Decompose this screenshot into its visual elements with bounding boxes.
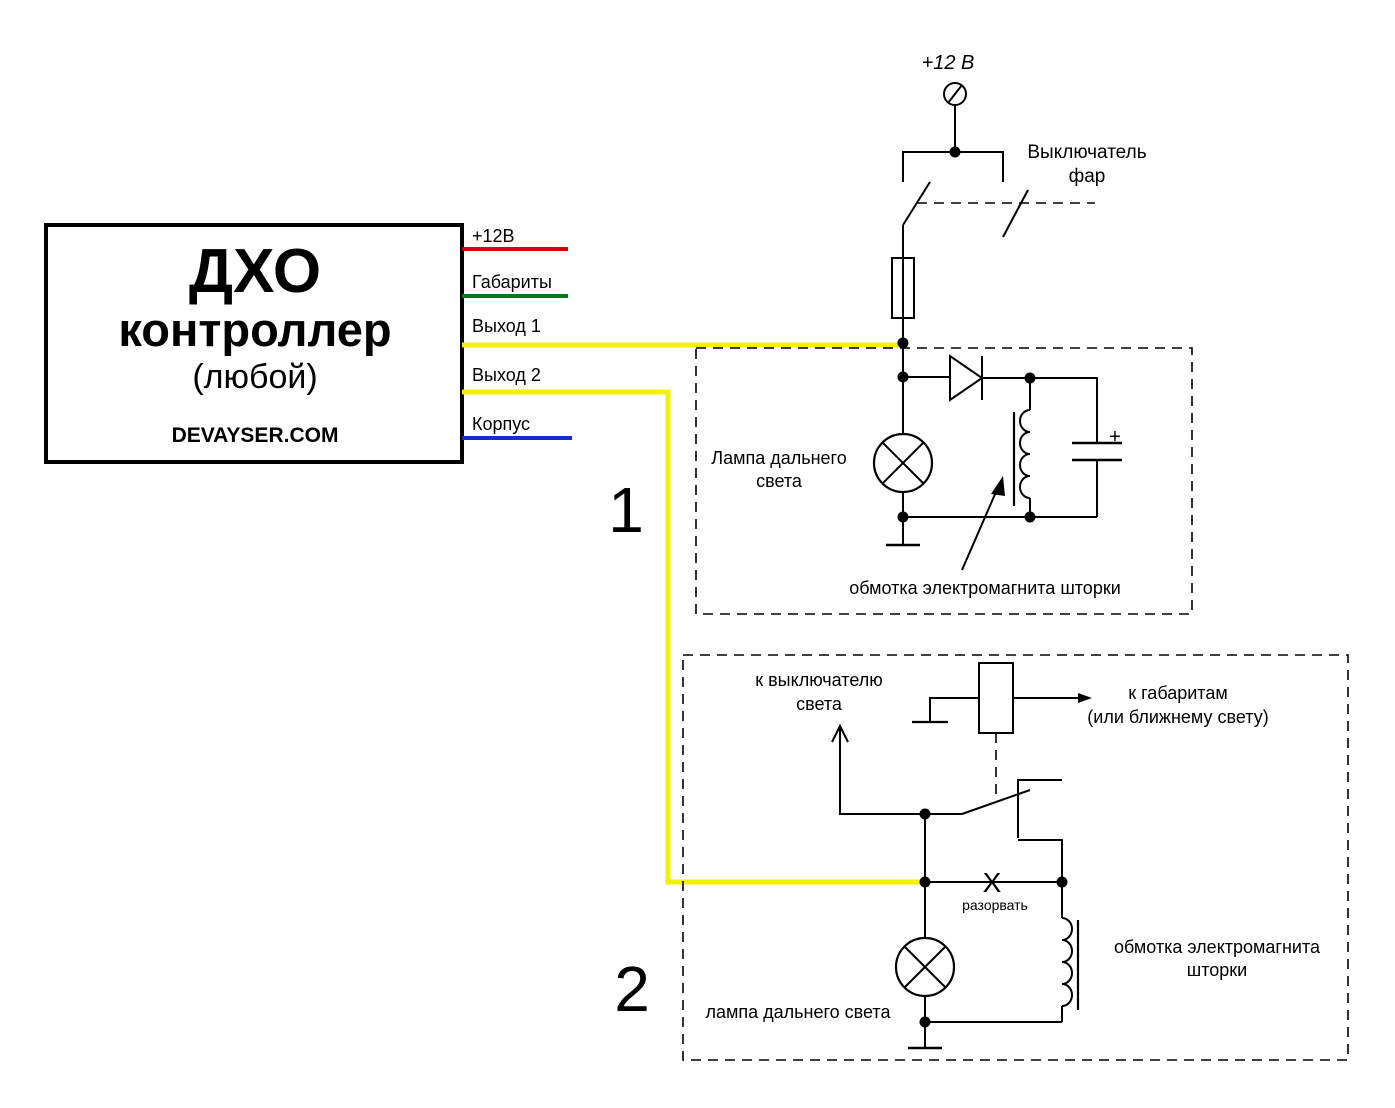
circuit-2-number: 2 bbox=[614, 953, 650, 1025]
to-parking-arrow-icon bbox=[1078, 693, 1092, 703]
circuit-1-frame bbox=[695, 347, 1193, 615]
to-switch-label-line2: света bbox=[796, 694, 843, 714]
lamp1-label-line2: света bbox=[756, 471, 803, 491]
coil2-label-line1: обмотка электромагнита bbox=[1114, 937, 1321, 957]
controller-note: (любой) bbox=[192, 358, 317, 396]
circuit-1-number: 1 bbox=[608, 474, 644, 546]
high-beam-lamp-icon bbox=[872, 432, 934, 494]
coil-pointer-arrow-icon bbox=[991, 476, 1005, 496]
wire-output2 bbox=[462, 389, 925, 885]
to-switch-label-line1: к выключателю bbox=[755, 670, 883, 690]
drl-controller-box: ДХО контроллер (любой) DEVAYSER.COM bbox=[44, 223, 464, 464]
wire-plus12v-label: +12В bbox=[472, 226, 515, 246]
coil-1-icon bbox=[1019, 409, 1031, 499]
headlight-switch bbox=[902, 146, 1095, 258]
circuit-1: 1 +12 В Выключатель фар bbox=[608, 52, 1193, 615]
supply-terminal-slash bbox=[947, 84, 963, 104]
controller-wires: +12В Габариты Выход 1 Выход 2 Корпус bbox=[462, 226, 925, 885]
to-parking-label-line2: (или ближнему свету) bbox=[1087, 707, 1268, 727]
controller-subtitle: контроллер bbox=[118, 303, 391, 356]
break-label: разорвать bbox=[962, 897, 1028, 913]
lamp1-label-line1: Лампа дальнего bbox=[711, 448, 846, 468]
wire-output1-label: Выход 1 bbox=[472, 316, 541, 336]
lamp2-label: лампа дальнего света bbox=[705, 1002, 891, 1022]
relay-coil-icon bbox=[978, 662, 1014, 734]
wire-parking-label: Габариты bbox=[472, 272, 552, 292]
controller-site: DEVAYSER.COM bbox=[172, 424, 339, 447]
coil1-label: обмотка электромагнита шторки bbox=[849, 578, 1121, 598]
controller-title: ДХО bbox=[189, 237, 321, 306]
supply-label: +12 В bbox=[922, 52, 975, 74]
switch-label-line2: фар bbox=[1069, 166, 1106, 187]
coil-2-icon bbox=[1061, 917, 1073, 1007]
high-beam-lamp-2-icon bbox=[894, 936, 956, 998]
diode-icon bbox=[949, 354, 984, 402]
wire-ground-label: Корпус bbox=[472, 414, 530, 434]
switch-label-line1: Выключатель bbox=[1027, 142, 1146, 163]
wire-output2-label: Выход 2 bbox=[472, 365, 541, 385]
circuit-2: 2 к выключателю света к габаритам (или б… bbox=[614, 654, 1349, 1061]
break-mark-icon: X bbox=[983, 867, 1002, 898]
coil2-label-line2: шторки bbox=[1187, 960, 1247, 980]
circuit-2-frame bbox=[682, 654, 1349, 1061]
to-parking-label-line1: к габаритам bbox=[1128, 683, 1227, 703]
capacitor-plus: + bbox=[1109, 426, 1121, 448]
